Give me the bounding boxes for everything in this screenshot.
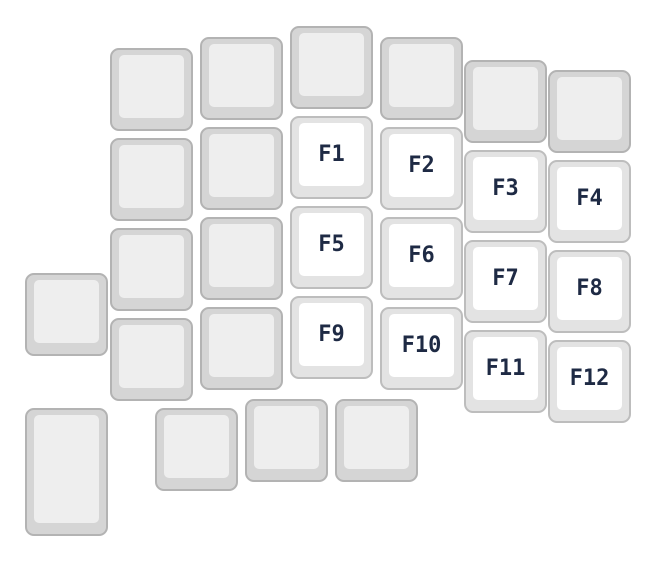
key-blank[interactable] <box>200 217 283 300</box>
key-f12[interactable]: F12 <box>548 340 631 423</box>
key-blank[interactable] <box>200 307 283 390</box>
key-blank-tall[interactable] <box>25 408 108 536</box>
key-label: F3 <box>492 176 519 201</box>
key-label: F4 <box>576 186 603 211</box>
key-f2[interactable]: F2 <box>380 127 463 210</box>
key-label: F11 <box>485 356 526 381</box>
key-f5[interactable]: F5 <box>290 206 373 289</box>
key-blank[interactable] <box>464 60 547 143</box>
key-f11[interactable]: F11 <box>464 330 547 413</box>
key-f4[interactable]: F4 <box>548 160 631 243</box>
key-label: F8 <box>576 276 603 301</box>
key-blank[interactable] <box>290 26 373 109</box>
key-blank[interactable] <box>380 37 463 120</box>
key-blank-thumb[interactable] <box>245 399 328 482</box>
key-label: F10 <box>401 333 442 358</box>
key-label: F9 <box>318 322 345 347</box>
key-label: F7 <box>492 266 519 291</box>
key-blank-thumb[interactable] <box>335 399 418 482</box>
key-f10[interactable]: F10 <box>380 307 463 390</box>
key-blank[interactable] <box>548 70 631 153</box>
key-label: F12 <box>569 366 610 391</box>
key-blank-thumb[interactable] <box>155 408 238 491</box>
key-f6[interactable]: F6 <box>380 217 463 300</box>
key-blank[interactable] <box>200 127 283 210</box>
key-f7[interactable]: F7 <box>464 240 547 323</box>
key-blank[interactable] <box>25 273 108 356</box>
key-blank[interactable] <box>110 228 193 311</box>
key-blank[interactable] <box>110 318 193 401</box>
key-label: F5 <box>318 232 345 257</box>
key-blank[interactable] <box>110 48 193 131</box>
key-f8[interactable]: F8 <box>548 250 631 333</box>
key-label: F2 <box>408 153 435 178</box>
key-label: F6 <box>408 243 435 268</box>
key-f1[interactable]: F1 <box>290 116 373 199</box>
key-f3[interactable]: F3 <box>464 150 547 233</box>
key-f9[interactable]: F9 <box>290 296 373 379</box>
key-blank[interactable] <box>200 37 283 120</box>
key-label: F1 <box>318 142 345 167</box>
key-blank[interactable] <box>110 138 193 221</box>
